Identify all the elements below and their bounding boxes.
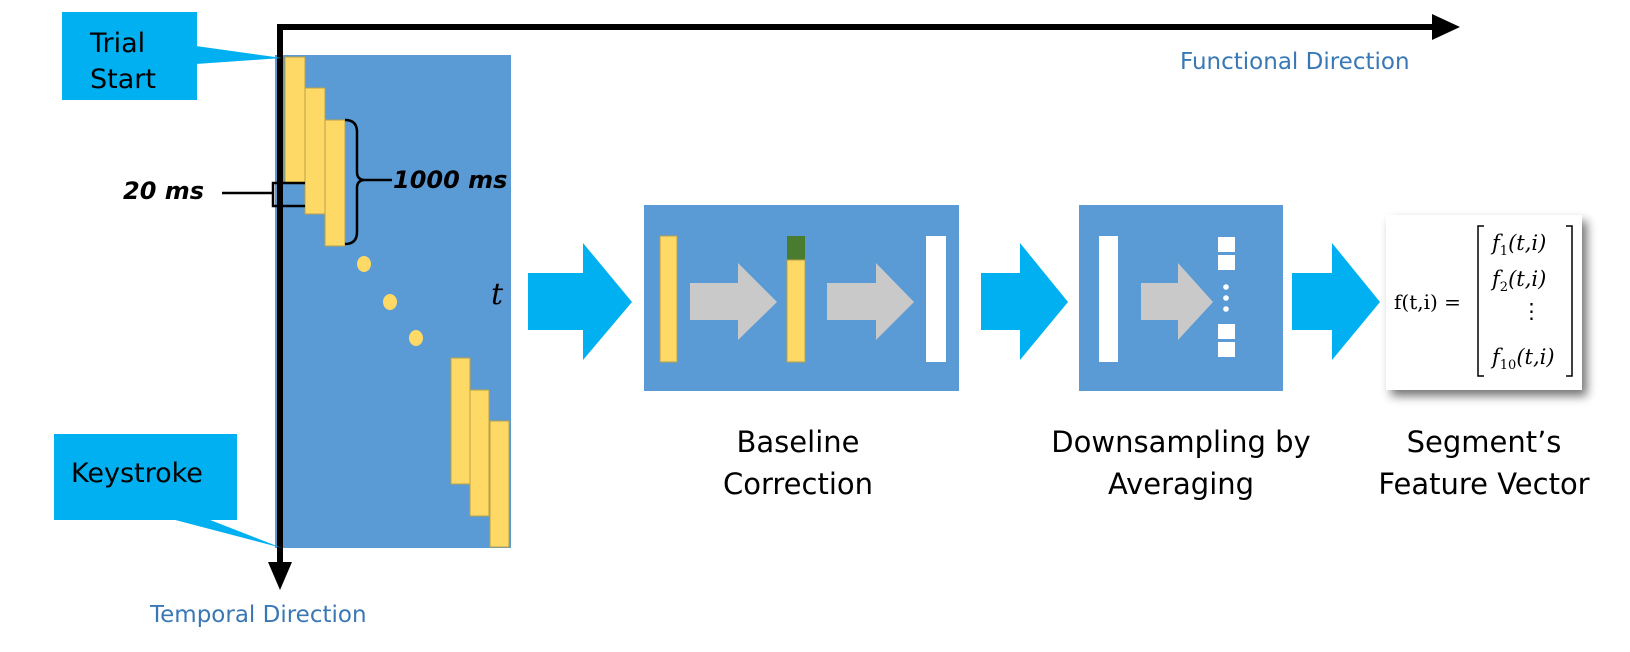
downsampling-input-bar — [1099, 236, 1118, 362]
downsampling-stage-label-line2: Averaging — [1108, 467, 1254, 501]
trial-start-label-line1: Trial — [89, 28, 145, 59]
functional-axis-arrowhead — [1432, 14, 1460, 40]
baseline-output-bar — [926, 236, 946, 362]
flow-arrow — [528, 243, 632, 360]
keystroke-callout-pointer — [160, 516, 282, 548]
matrix-entry: f10(t,i) — [1490, 345, 1555, 373]
raw-segment-bar — [659, 235, 678, 363]
ellipsis-dot — [383, 294, 397, 310]
process-arrow — [827, 263, 914, 340]
flow-arrow — [1292, 243, 1380, 360]
ellipsis-dot — [357, 256, 371, 272]
temporal-direction-label: Temporal Direction — [149, 602, 367, 628]
downsampled-sample — [1218, 324, 1235, 339]
ellipsis-dot — [409, 330, 423, 346]
matrix-entries: f1(t,i) f2(t,i) ⋮ f10(t,i) — [1490, 231, 1555, 373]
ellipsis-dot — [1223, 306, 1229, 312]
trial-start-callout-pointer — [196, 46, 282, 64]
time-symbol: t — [491, 277, 504, 312]
baseline-stage-label-line2: Correction — [723, 467, 873, 501]
baseline-interval-marker — [787, 236, 805, 260]
window-length-label: 1000 ms — [393, 166, 507, 194]
downsampled-sample — [1218, 255, 1235, 270]
window-bar — [324, 119, 346, 247]
matrix-left-bracket — [1477, 225, 1484, 377]
window-bar — [284, 56, 306, 184]
window-bar — [450, 357, 471, 485]
matrix-entry: f1(t,i) — [1490, 231, 1546, 259]
feature-vector-stage-label-line2: Feature Vector — [1378, 467, 1589, 501]
window-bar — [489, 420, 510, 548]
keystroke-label: Keystroke — [71, 458, 203, 489]
feature-vector-card — [1386, 215, 1582, 390]
downsampling-stage-label-line1: Downsampling by — [1051, 425, 1310, 459]
process-arrow — [690, 263, 777, 340]
ellipsis-dot — [1223, 295, 1229, 301]
trial-start-callout — [62, 12, 197, 100]
flow-arrow — [981, 243, 1068, 360]
functional-direction-label: Functional Direction — [1180, 49, 1410, 75]
temporal-axis-arrowhead — [268, 562, 292, 590]
corrected-segment-bar — [786, 259, 806, 363]
matrix-right-bracket — [1566, 225, 1573, 377]
process-arrow — [1141, 263, 1213, 340]
baseline-stage-label-line1: Baseline — [737, 425, 860, 459]
matrix-entry: f2(t,i) — [1490, 267, 1546, 295]
feature-vector-lhs: f(t,i) = — [1394, 290, 1461, 314]
window-bar — [469, 389, 490, 517]
feature-vector-stage-label-line1: Segment’s — [1407, 425, 1562, 459]
downsampled-sample — [1218, 237, 1235, 252]
step-bracket — [271, 181, 305, 208]
ellipsis-dot — [1223, 284, 1229, 290]
downsampled-sample — [1218, 342, 1235, 357]
matrix-entry: ⋮ — [1521, 299, 1542, 323]
step-length-label: 20 ms — [123, 177, 204, 205]
keystroke-callout — [54, 434, 237, 520]
trial-start-label-line2: Start — [90, 64, 156, 95]
window-bar — [304, 87, 326, 215]
